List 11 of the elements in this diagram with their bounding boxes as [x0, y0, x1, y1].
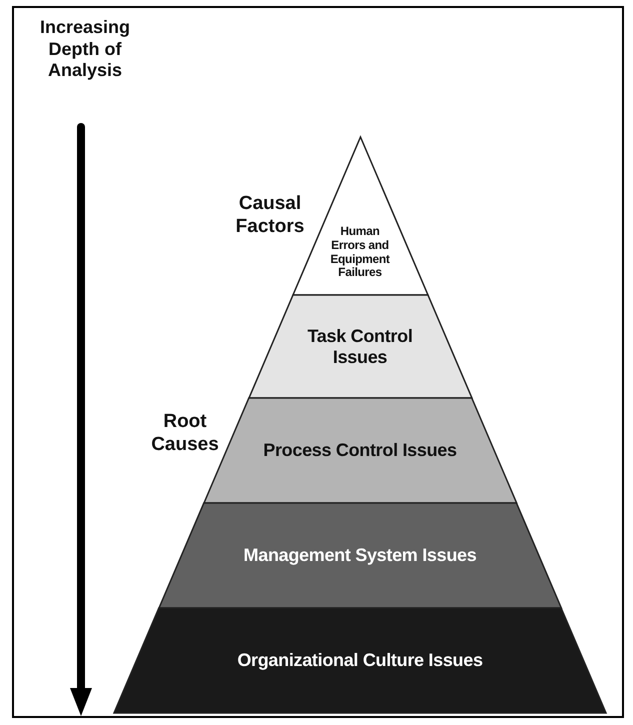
- tier-label: Process Control Issues: [262, 439, 458, 462]
- pyramid-tier: [248, 295, 472, 398]
- tier-label: Management System Issues: [242, 544, 478, 568]
- tier-label: Human Errors and Equipment Failures: [329, 222, 391, 282]
- pyramid-tier: [114, 608, 606, 713]
- group-label: Causal Factors: [234, 193, 306, 239]
- tier-label: Task Control Issues: [306, 324, 414, 368]
- tier-label: Organizational Culture Issues: [236, 649, 484, 672]
- axis-title: Increasing Depth of Analysis: [38, 17, 132, 82]
- pyramid-tier: [158, 503, 562, 608]
- group-label: Root Causes: [150, 411, 220, 457]
